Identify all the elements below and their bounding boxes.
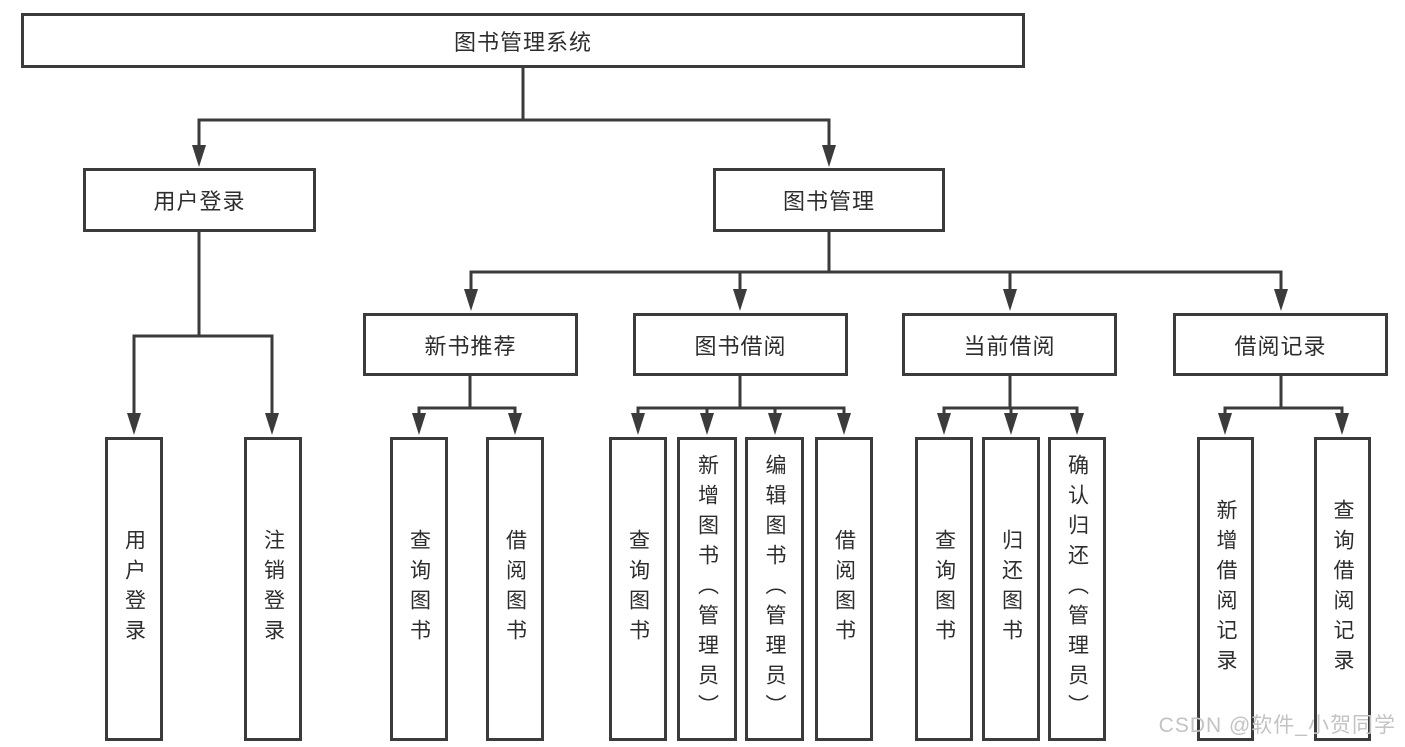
root-node-system: 图书管理系统 [21,13,1025,68]
leaf-recommend-borrow-books: 借阅图书 [486,437,544,741]
node-label: 查询图书 [626,529,650,649]
node-label: 新增借阅记录 [1214,499,1237,679]
leaf-borrow-query-books: 查询图书 [609,437,667,741]
node-label: 注销登录 [261,529,285,649]
leaf-add-books-admin: 新增图书（管理员） [677,437,737,741]
node-label: 借阅图书 [832,529,856,649]
node-label: 新书推荐 [424,333,517,359]
node-label: 查询借阅记录 [1331,499,1354,679]
node-label: 确认归还（管理员） [1065,454,1089,724]
branch-book-management: 图书管理 [713,168,945,232]
node-label: 编辑图书（管理员） [763,454,786,724]
leaf-user-login: 用户登录 [105,437,163,741]
node-label: 借阅图书 [503,529,527,649]
leaf-edit-books-admin: 编辑图书（管理员） [745,437,804,741]
node-label: 归还图书 [999,529,1023,649]
node-label: 图书管理 [782,189,875,214]
node-label: 借阅记录 [1234,333,1327,359]
node-new-book-recommend: 新书推荐 [363,313,578,376]
csdn-watermark: CSDN @软件_小贺同学 [1158,714,1396,737]
node-borrow-records: 借阅记录 [1173,313,1388,376]
leaf-borrow-books: 借阅图书 [815,437,873,741]
node-book-borrow: 图书借阅 [633,313,848,376]
leaf-query-borrow-record: 查询借阅记录 [1314,437,1371,741]
leaf-confirm-return-admin: 确认归还（管理员） [1048,437,1106,741]
node-label: 新增图书（管理员） [695,454,719,724]
node-current-borrow: 当前借阅 [902,313,1117,376]
node-label: 当前借阅 [963,333,1056,359]
branch-user-login: 用户登录 [83,168,316,232]
node-label: 用户登录 [122,529,146,649]
leaf-current-query-books: 查询图书 [915,437,973,741]
node-label: 图书管理系统 [453,29,592,55]
node-label: 查询图书 [932,529,956,649]
node-label: 用户登录 [153,189,246,214]
leaf-return-books: 归还图书 [982,437,1040,741]
node-label: 图书借阅 [694,333,787,359]
leaf-recommend-query-books: 查询图书 [390,437,448,741]
leaf-add-borrow-record: 新增借阅记录 [1197,437,1254,741]
leaf-logout: 注销登录 [244,437,302,741]
node-label: 查询图书 [407,529,431,649]
